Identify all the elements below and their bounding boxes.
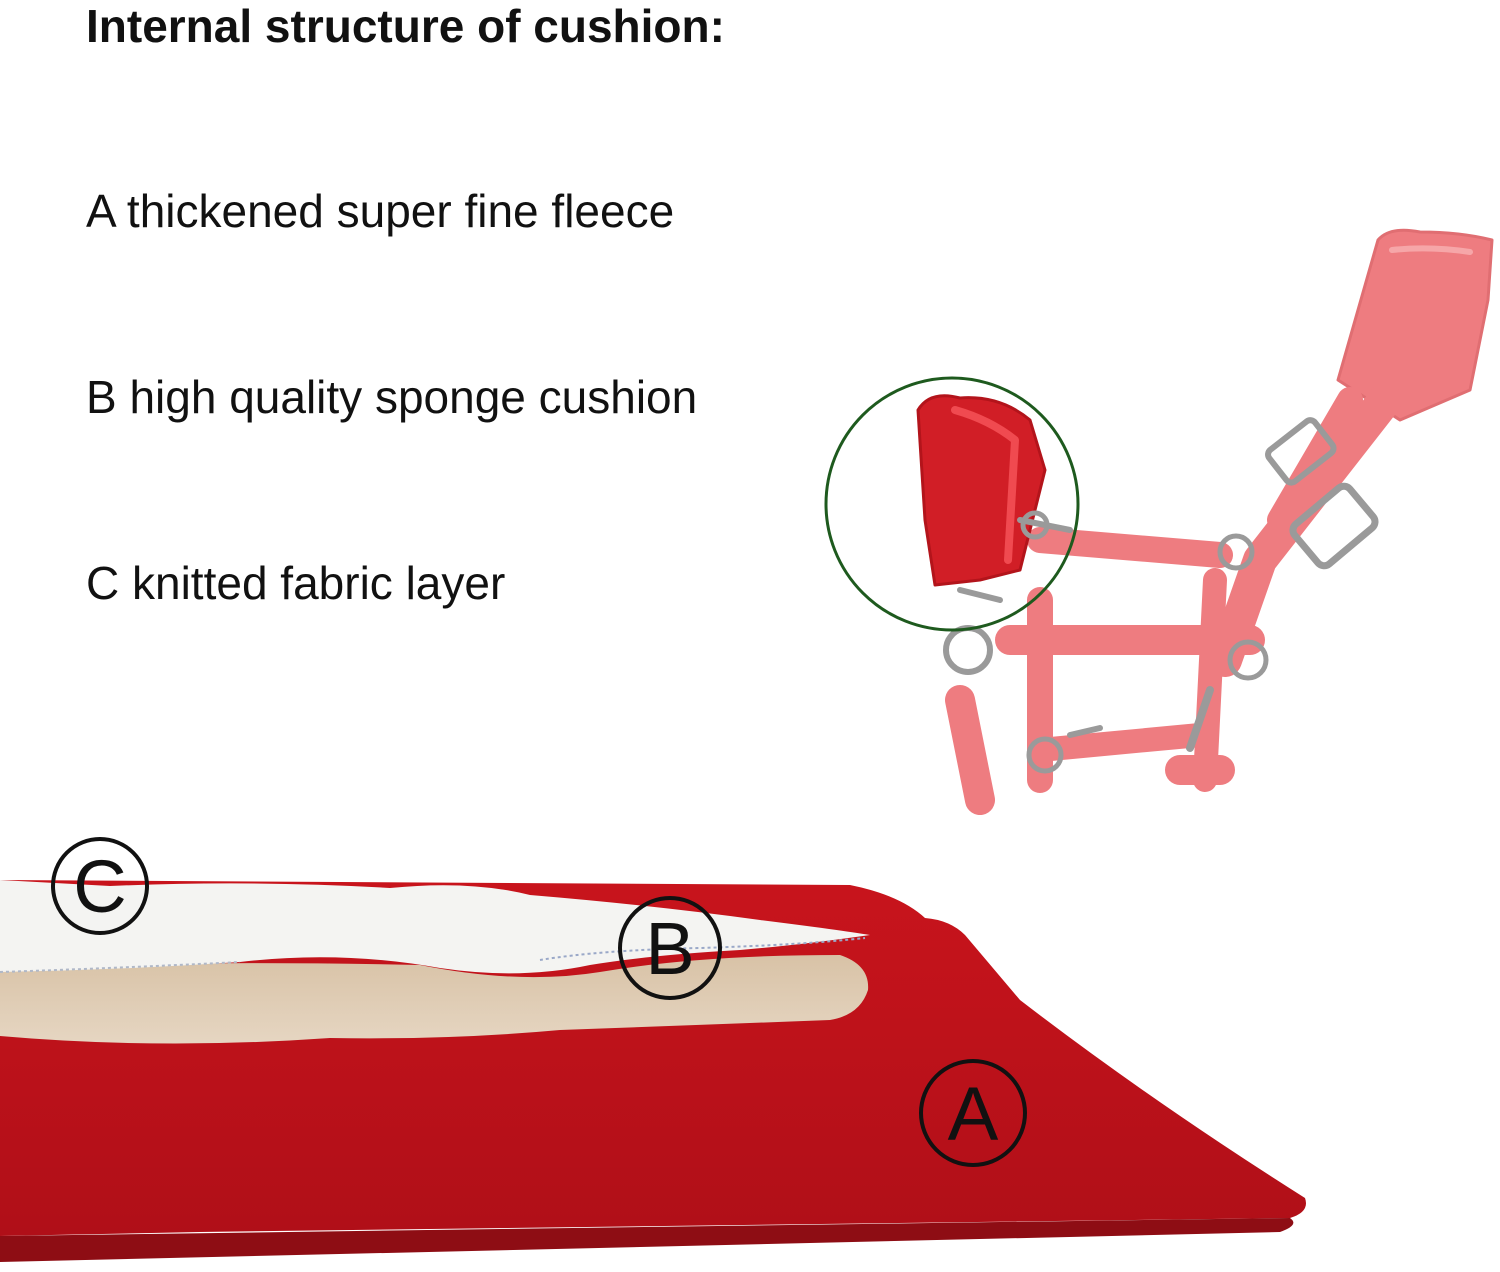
- halter-ring-right: [1217, 533, 1255, 571]
- sponge-layer-b: [0, 955, 869, 1044]
- marker-c-label: C: [73, 845, 126, 928]
- halter-throat-strap: [1027, 527, 1233, 568]
- halter-buckle-lower: [1289, 482, 1379, 570]
- detail-highlight-circle: [824, 376, 1080, 632]
- marker-b-label: B: [645, 907, 694, 990]
- halter-buckle-upper: [1265, 417, 1337, 486]
- halter-chin-strap: [1028, 723, 1212, 762]
- cushion-cross-section: [0, 880, 1306, 1262]
- halter-ring-left: [943, 625, 993, 675]
- halter-crown-pad: [1336, 228, 1494, 422]
- halter-cheek-strap-inner: [1267, 387, 1363, 533]
- halter-detail-pad: [916, 394, 1047, 587]
- halter-snap-hook: [1186, 686, 1214, 752]
- marker-b: B: [618, 896, 722, 1000]
- knit-layer-c: [0, 880, 870, 974]
- layer-b-description: B high quality sponge cushion: [86, 371, 698, 423]
- halter-illustration: [824, 228, 1494, 815]
- marker-a: A: [919, 1059, 1027, 1167]
- diagram-title: Internal structure of cushion:: [86, 0, 725, 52]
- layer-c-description: C knitted fabric layer: [86, 557, 506, 609]
- marker-a-label: A: [948, 1072, 999, 1157]
- marker-c: C: [51, 837, 149, 935]
- halter-cheek-strap-right: [1208, 383, 1402, 677]
- layer-a-description: A thickened super fine fleece: [86, 185, 675, 237]
